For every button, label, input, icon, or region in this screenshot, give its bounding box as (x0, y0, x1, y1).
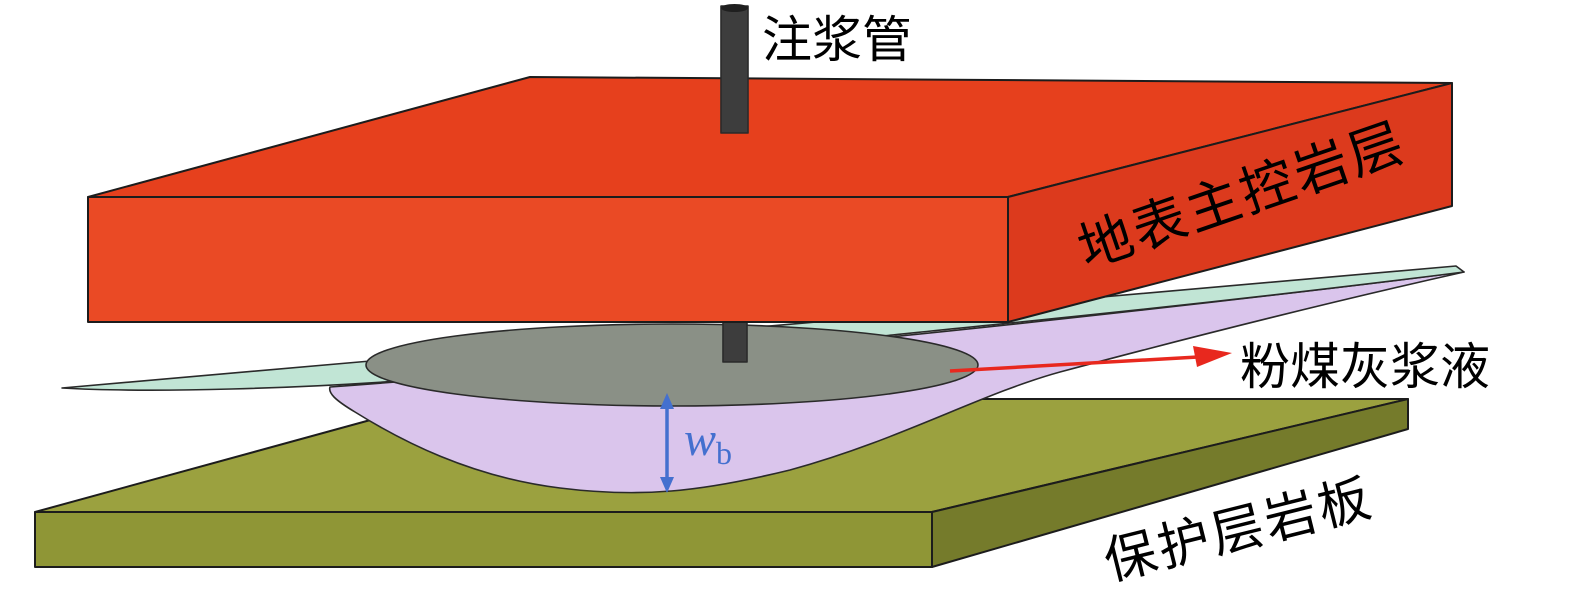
grout-pipe-lower-segment (722, 317, 748, 363)
grout-pipe-label: 注浆管 (762, 12, 912, 68)
fly-ash-slurry-label: 粉煤灰浆液 (1240, 339, 1490, 395)
basin-depth-symbol: wb (684, 413, 732, 471)
basin-depth-var: w (684, 413, 716, 466)
grout-pipe-cap (721, 4, 748, 12)
slurry-pointer-arrow-shaft (949, 355, 1199, 373)
deflection-arrow-head-up (660, 393, 674, 409)
slurry-pointer-arrow (949, 346, 1232, 373)
grout-pipe-body (720, 5, 749, 134)
slurry-spread-ellipse (365, 323, 979, 407)
grout-pipe-upper-segment (720, 4, 749, 134)
protective-slab-front-face (34, 511, 933, 568)
basin-depth-subscript: b (716, 435, 732, 471)
surface-control-slab (87, 76, 1453, 323)
deflection-dimension-arrow (660, 393, 674, 493)
surface-slab-front-face (87, 196, 1009, 323)
deflection-arrow-head-down (660, 477, 674, 493)
slurry-pointer-arrow-head (1193, 346, 1232, 367)
